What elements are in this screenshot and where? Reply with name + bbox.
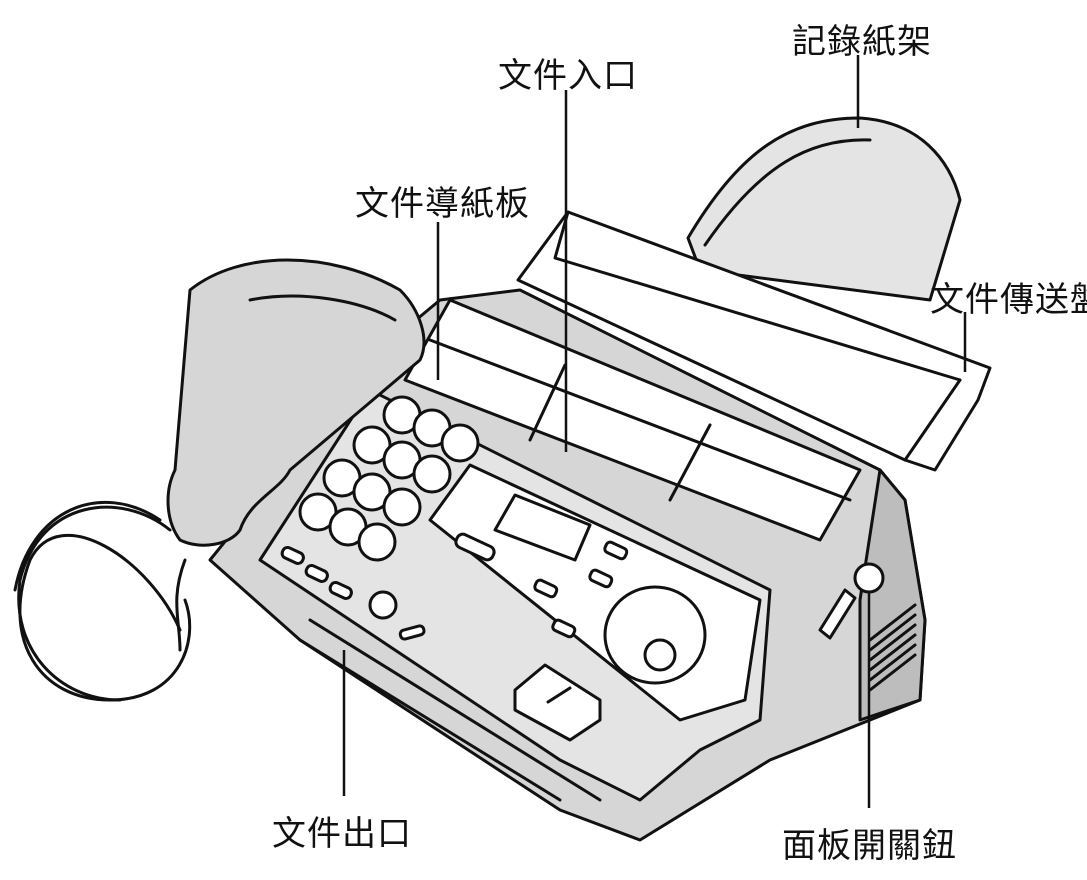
- paper-holder-shape: [686, 116, 962, 302]
- document-tray-shape: [516, 210, 992, 472]
- label-document-entrance: 文件入口: [498, 56, 638, 96]
- label-document-exit: 文件出口: [272, 814, 412, 854]
- label-paper-holder: 記錄紙架: [792, 22, 932, 62]
- fax-body-shape: [208, 288, 927, 842]
- handset-shape: [166, 258, 426, 547]
- coiled-cord-shape: [13, 500, 192, 702]
- label-panel-open-button: 面板開關鈕: [782, 826, 957, 866]
- label-document-tray: 文件傳送盤: [930, 280, 1087, 320]
- label-document-guide: 文件導紙板: [355, 184, 530, 224]
